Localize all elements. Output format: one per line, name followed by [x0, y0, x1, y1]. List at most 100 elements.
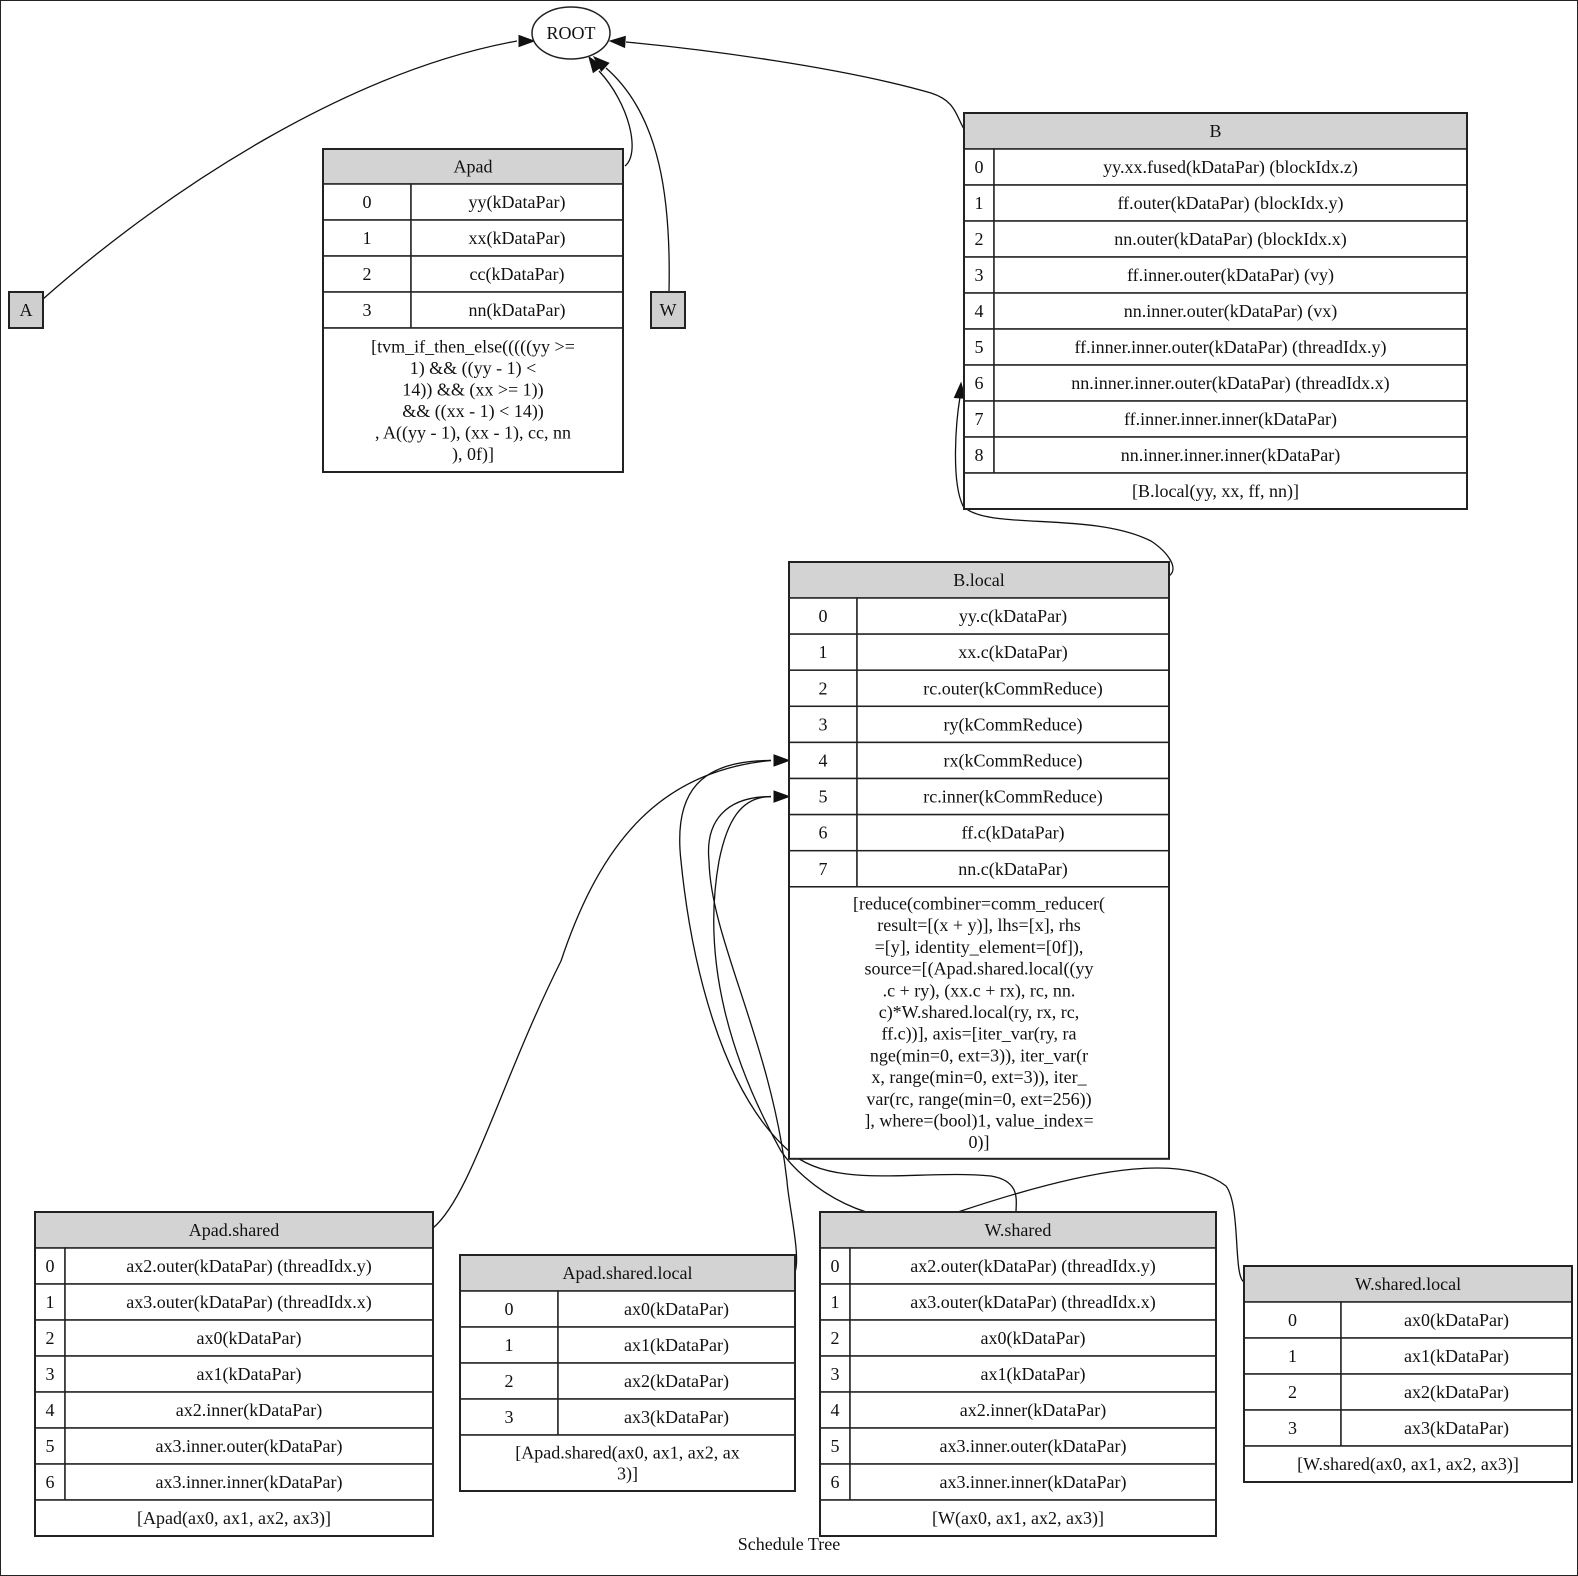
row-index: 4: [975, 301, 984, 321]
row-axis-cell: [993, 364, 1468, 402]
stage-body-line: =[y], identity_element=[0f]),: [875, 937, 1084, 958]
stage-body-line: [W(ax0, ax1, ax2, ax3)]: [932, 1508, 1104, 1529]
stage-body-line: [tvm_if_then_else(((((yy >=: [371, 336, 575, 357]
row-axis: rc.outer(kCommReduce): [923, 678, 1102, 699]
row-axis: ax3.inner.outer(kDataPar): [156, 1436, 343, 1457]
row-index: 2: [46, 1328, 55, 1348]
row-axis-cell: [849, 1391, 1217, 1429]
stage-body-line: 14)) && (xx >= 1)): [402, 379, 543, 400]
stage-title: W.shared.local: [1355, 1274, 1461, 1294]
stage-border: [819, 1211, 1217, 1537]
root-ellipse: [531, 6, 611, 60]
row-index: 7: [975, 409, 984, 429]
edge-wsharedlocal-to-blocal-arrowhead: [773, 790, 791, 803]
stage-body-line: c)*W.shared.local(ry, rx, rc,: [879, 1002, 1080, 1023]
stage-body-line: nge(min=0, ext=3)), iter_var(r: [870, 1045, 1088, 1066]
row-axis: rx(kCommReduce): [944, 750, 1083, 771]
edge-b-to-root-arrowhead: [608, 35, 626, 49]
row-axis: ax1(kDataPar): [197, 1364, 302, 1385]
stage-body-line: result=[(x + y)], lhs=[x], rhs: [877, 915, 1080, 936]
leaf-box: [8, 291, 44, 329]
row-axis: ax2.outer(kDataPar) (threadIdx.y): [126, 1256, 371, 1277]
row-index-cell: [34, 1247, 66, 1285]
stage-border: [1243, 1265, 1573, 1483]
row-index-cell: [322, 255, 412, 293]
stage-body: [322, 327, 624, 473]
row-index: 0: [831, 1256, 840, 1276]
row-index: 6: [831, 1472, 840, 1492]
root-node: ROOT: [531, 6, 611, 60]
stage-body-line: [W.shared(ax0, ax1, ax2, ax3)]: [1297, 1454, 1519, 1475]
row-axis-cell: [849, 1355, 1217, 1393]
edge-a-to-root-arrowhead: [518, 34, 536, 48]
edge-b-to-root: [625, 41, 965, 130]
stage-header: [1243, 1265, 1573, 1303]
row-axis-cell: [64, 1463, 434, 1501]
row-axis-cell: [557, 1326, 796, 1364]
diagram-caption: Schedule Tree: [738, 1534, 841, 1554]
stage-body-line: .c + ry), (xx.c + rx), rc, nn.: [883, 980, 1076, 1001]
row-index: 3: [819, 714, 828, 734]
stage-body-line: 1) && ((yy - 1) <: [410, 358, 537, 379]
row-axis: ax0(kDataPar): [197, 1328, 302, 1349]
stage-body-line: ), 0f)]: [452, 444, 494, 465]
row-index: 6: [46, 1472, 55, 1492]
stage-body-line: ], where=(bool)1, value_index=: [864, 1110, 1093, 1131]
row-axis-cell: [849, 1283, 1217, 1321]
stage-title: Apad.shared: [189, 1220, 279, 1240]
edge-apadshared-to-blocal: [432, 759, 772, 1229]
stage-body-line: 0)]: [969, 1132, 990, 1153]
leaf-node-w: W: [650, 291, 686, 329]
row-index-cell: [963, 364, 995, 402]
row-axis: ax3.inner.inner(kDataPar): [940, 1472, 1127, 1493]
row-axis-cell: [993, 436, 1468, 474]
row-index: 1: [46, 1292, 55, 1312]
edge-w-to-root: [605, 67, 670, 293]
row-axis-cell: [64, 1283, 434, 1321]
edge-a-to-root: [42, 40, 518, 300]
stage-body-line: source=[(Apad.shared.local((yy: [864, 959, 1093, 980]
row-axis-cell: [64, 1391, 434, 1429]
row-index: 3: [505, 1407, 514, 1427]
leaf-label: W: [660, 300, 677, 320]
row-axis-cell: [1340, 1373, 1573, 1411]
row-axis-cell: [64, 1247, 434, 1285]
leaf-label: A: [20, 300, 33, 320]
row-index: 2: [819, 678, 828, 698]
row-index: 0: [46, 1256, 55, 1276]
row-index: 5: [46, 1436, 55, 1456]
row-axis-cell: [993, 184, 1468, 222]
row-index: 1: [831, 1292, 840, 1312]
row-axis: ax3.outer(kDataPar) (threadIdx.x): [126, 1292, 371, 1313]
leaf-node-a: A: [8, 291, 44, 329]
stage-node-apadshared: Apad.shared 0 ax2.outer(kDataPar) (threadI…: [34, 1211, 434, 1537]
stage-body-line: [Apad.shared(ax0, ax1, ax2, ax: [515, 1443, 739, 1464]
row-axis: ff.inner.inner.inner(kDataPar): [1124, 409, 1337, 430]
row-index: 8: [975, 445, 984, 465]
row-index: 1: [975, 193, 984, 213]
row-index: 3: [1288, 1418, 1297, 1438]
row-index: 1: [505, 1335, 514, 1355]
row-axis: yy.xx.fused(kDataPar) (blockIdx.z): [1103, 157, 1358, 178]
stage-body: [1243, 1445, 1573, 1483]
row-axis-cell: [64, 1319, 434, 1357]
row-index: 1: [363, 228, 372, 248]
row-axis: ax0(kDataPar): [981, 1328, 1086, 1349]
row-index: 2: [1288, 1382, 1297, 1402]
row-axis: ax3.inner.inner(kDataPar): [156, 1472, 343, 1493]
edge-blocal-to-b: [954, 396, 1174, 577]
row-index-cell: [1243, 1337, 1342, 1375]
edge-wshared-to-blocal-arrowhead: [773, 754, 791, 767]
row-axis-cell: [1340, 1409, 1573, 1447]
stage-title: Apad: [454, 157, 493, 177]
row-axis-cell: [993, 400, 1468, 438]
row-axis-cell: [849, 1463, 1217, 1501]
stage-border: [459, 1254, 796, 1492]
stage-body-line: && ((xx - 1) < 14)): [402, 401, 544, 422]
row-axis: ax3.inner.outer(kDataPar): [940, 1436, 1127, 1457]
